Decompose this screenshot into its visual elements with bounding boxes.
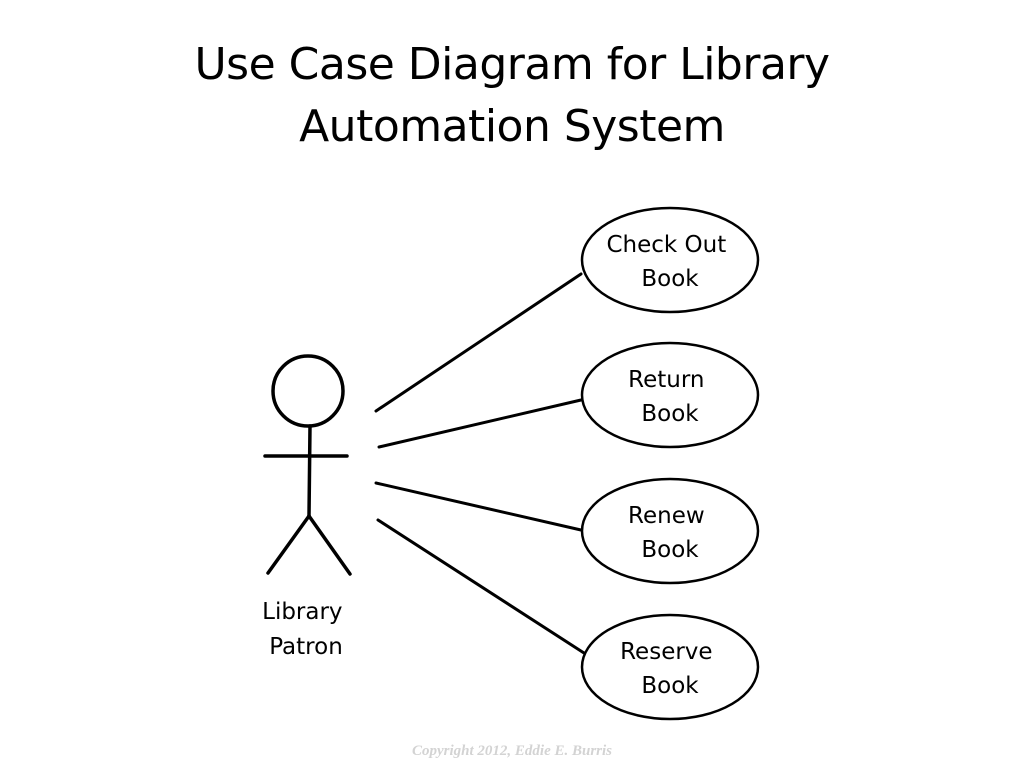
actor-body bbox=[307, 424, 312, 518]
use-case-label: Check Out Book bbox=[606, 232, 733, 292]
use-case-ellipse bbox=[580, 206, 760, 314]
use-case-reserve-book: Reserve Book bbox=[580, 613, 760, 721]
actor-label-line-1: Library bbox=[262, 599, 342, 625]
actor-head bbox=[271, 354, 345, 428]
actor-label-line-2: Patron bbox=[269, 634, 343, 660]
title-line-1: Use Case Diagram for Library bbox=[194, 39, 830, 90]
actor-library-patron bbox=[263, 354, 352, 576]
use-case-check-out-book: Check Out Book bbox=[580, 206, 760, 314]
association-renew bbox=[374, 481, 583, 532]
actor-label: Library Patron bbox=[262, 599, 350, 660]
association-check-out bbox=[374, 272, 583, 413]
use-case-ellipse bbox=[580, 341, 760, 449]
title-line-2: Automation System bbox=[299, 101, 725, 152]
use-case-return-book: Return Book bbox=[580, 341, 760, 449]
use-case-renew-book: Renew Book bbox=[580, 477, 760, 585]
use-case-ellipse bbox=[580, 477, 760, 585]
use-case-label: Return Book bbox=[628, 367, 712, 427]
use-case-ellipse bbox=[580, 613, 760, 721]
copyright-notice: Copyright 2012, Eddie E. Burris bbox=[411, 743, 613, 759]
association-return bbox=[377, 398, 583, 449]
actor-right-leg bbox=[307, 514, 352, 576]
use-case-label: Reserve Book bbox=[620, 639, 720, 699]
associations bbox=[374, 272, 586, 655]
actor-left-leg bbox=[266, 514, 311, 575]
page-title: Use Case Diagram for Library Automation … bbox=[0, 34, 1024, 158]
use-case-label: Renew Book bbox=[628, 503, 712, 563]
association-reserve bbox=[376, 518, 586, 655]
stick-figure-icon bbox=[263, 354, 352, 576]
